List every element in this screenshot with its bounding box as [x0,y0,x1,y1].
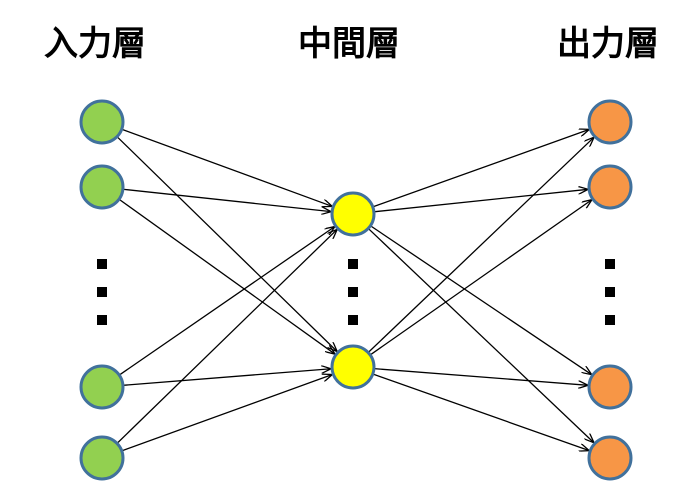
output-layer-title: 出力層 [557,24,659,64]
input-node-4 [79,435,125,481]
input-ellipsis-dot-1 [97,259,107,269]
edges-group [116,128,594,452]
output-node-1 [587,99,633,145]
output-ellipsis-dot-3 [605,315,615,325]
edge-input-4-to-hidden-2 [121,375,333,452]
ellipsis-group [97,259,615,325]
hidden-layer-title: 中間層 [298,24,400,64]
input-node-2 [79,164,125,210]
output-node-4 [587,435,633,481]
output-ellipsis-dot-2 [605,287,615,297]
hidden-node-1 [330,191,376,237]
edge-input-3-to-hidden-2 [122,369,331,386]
edge-hidden-2-to-output-1 [367,137,594,353]
edge-hidden-2-to-output-2 [369,200,592,356]
edge-input-1-to-hidden-1 [121,128,333,206]
edge-hidden-1-to-output-4 [367,227,594,442]
edge-input-4-to-hidden-1 [116,229,337,444]
nodes-group [79,99,633,481]
edge-hidden-1-to-output-1 [372,129,590,208]
edge-input-3-to-hidden-1 [118,226,335,376]
hidden-ellipsis-dot-3 [348,315,358,325]
edge-input-2-to-hidden-2 [118,198,335,354]
input-ellipsis-dot-3 [97,315,107,325]
hidden-node-2 [330,344,376,390]
input-ellipsis-dot-2 [97,287,107,297]
edge-input-1-to-hidden-2 [116,136,337,352]
edge-hidden-2-to-output-3 [373,367,588,386]
edge-input-2-to-hidden-1 [122,188,331,211]
edge-hidden-1-to-output-2 [373,189,588,213]
edge-hidden-1-to-output-3 [370,225,591,375]
input-node-3 [79,364,125,410]
output-node-2 [587,164,633,210]
hidden-ellipsis-dot-1 [348,259,358,269]
input-layer-title: 入力層 [44,24,146,64]
input-node-1 [79,99,125,145]
output-node-3 [587,364,633,410]
output-ellipsis-dot-1 [605,259,615,269]
edge-hidden-2-to-output-4 [372,373,589,451]
hidden-ellipsis-dot-2 [348,287,358,297]
